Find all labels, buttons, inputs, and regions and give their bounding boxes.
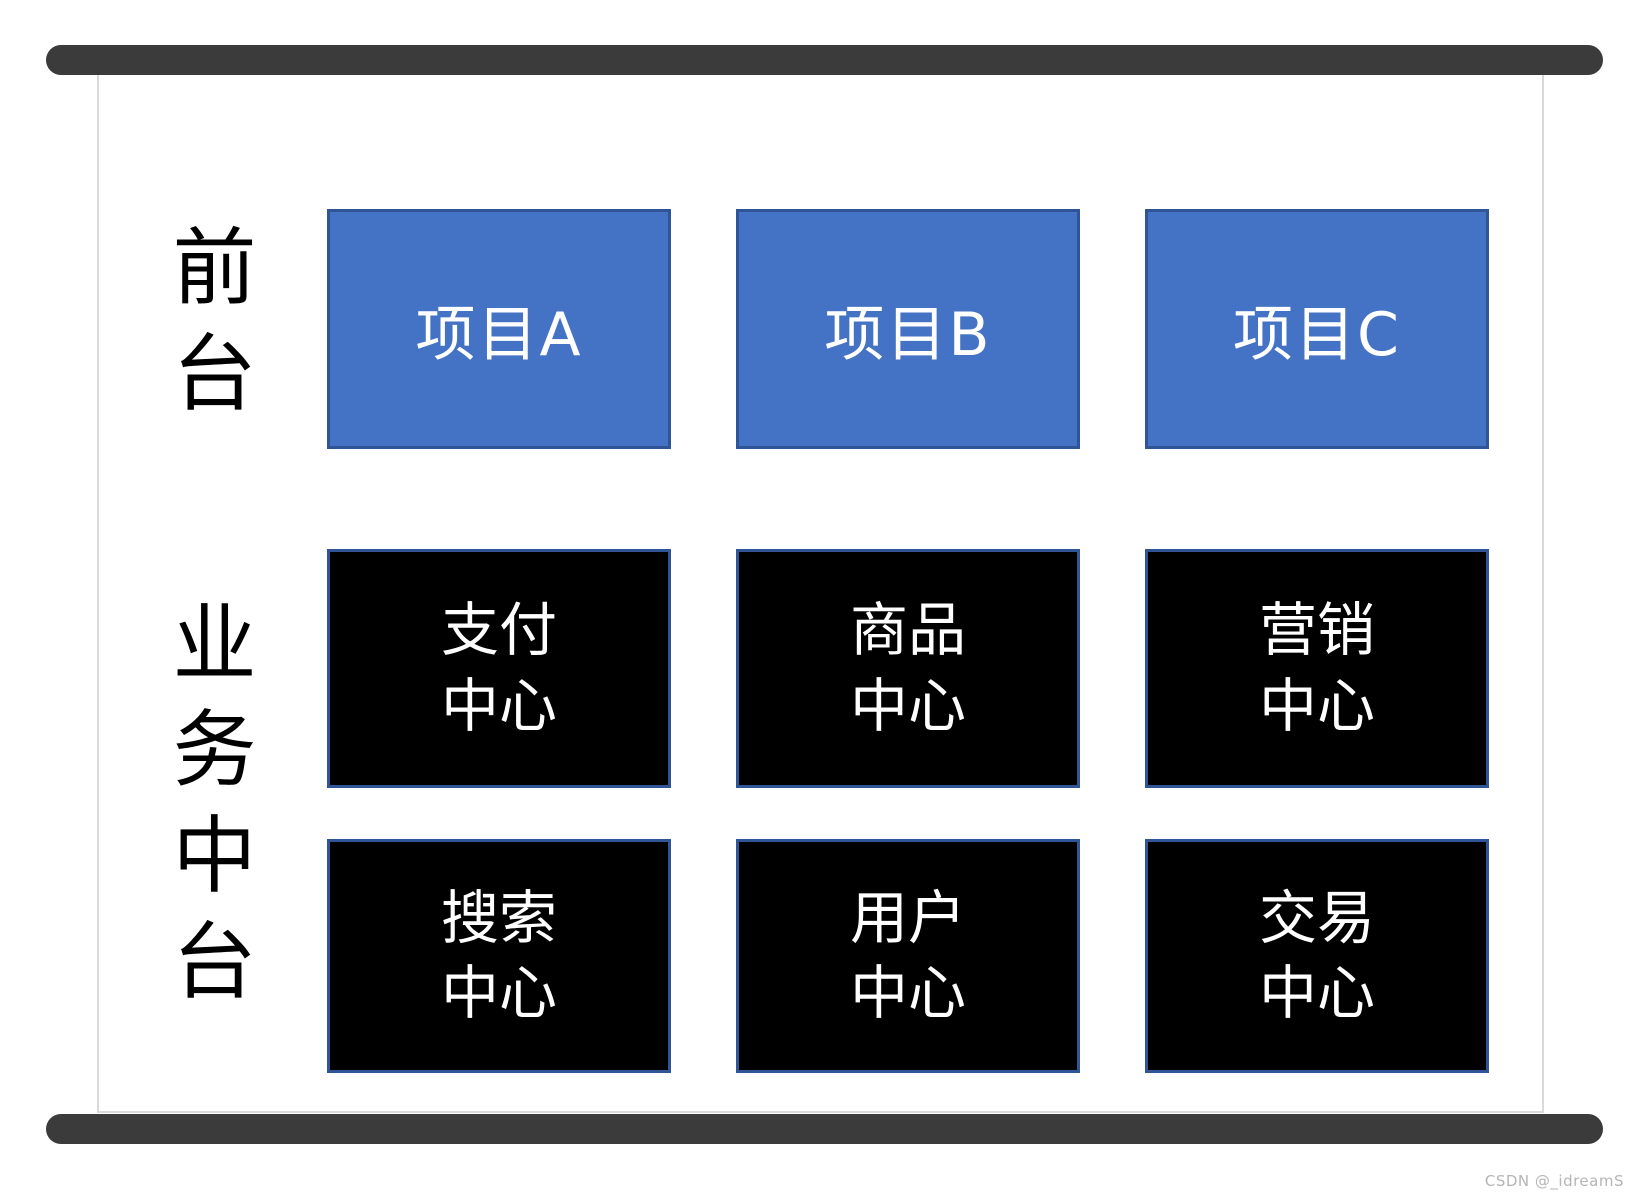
trade-center-box: 交易 中心	[1145, 839, 1489, 1073]
bottom-bar-shape	[46, 1114, 1603, 1144]
top-bar-shape	[46, 45, 1603, 75]
user-center-label: 用户 中心	[849, 883, 966, 1027]
marketing-center-box: 营销 中心	[1145, 549, 1489, 788]
csdn-watermark: CSDN @_idreamS	[1484, 1172, 1624, 1190]
project-a-label: 项目A	[415, 299, 583, 370]
marketing-center-label: 营销 中心	[1258, 596, 1375, 740]
front-platform-label-text: 前台	[159, 223, 257, 435]
project-a-box: 项目A	[327, 209, 671, 449]
user-center-box: 用户 中心	[736, 839, 1080, 1073]
product-center-label: 商品 中心	[849, 596, 966, 740]
trade-center-label: 交易 中心	[1258, 883, 1375, 1027]
search-center-box: 搜索 中心	[327, 839, 671, 1073]
product-center-box: 商品 中心	[736, 549, 1080, 788]
front-platform-label: 前台	[118, 209, 298, 449]
project-c-label: 项目C	[1233, 299, 1401, 370]
payment-center-label: 支付 中心	[440, 596, 557, 740]
project-b-label: 项目B	[824, 299, 992, 370]
payment-center-box: 支付 中心	[327, 549, 671, 788]
business-middle-platform-label-text: 业务中台	[159, 599, 257, 1023]
project-b-box: 项目B	[736, 209, 1080, 449]
search-center-label: 搜索 中心	[440, 883, 557, 1027]
business-middle-platform-label: 业务中台	[118, 549, 298, 1073]
project-c-box: 项目C	[1145, 209, 1489, 449]
